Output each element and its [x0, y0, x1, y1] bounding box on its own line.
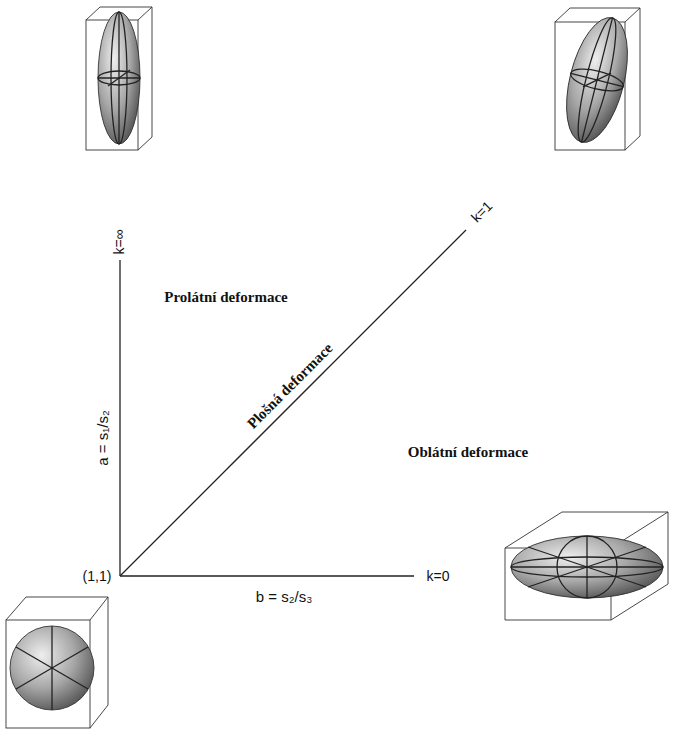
art-g: [86, 7, 152, 150]
art-line: [528, 547, 646, 587]
art-g: [98, 12, 140, 144]
art-g: [511, 536, 663, 598]
art-line: [120, 575, 414, 576]
plane-strain-ellipsoid-box: [555, 8, 640, 150]
art-line: [528, 547, 646, 587]
art-ellipse: [555, 11, 638, 148]
art-line: [582, 18, 613, 142]
art-g: [555, 8, 640, 150]
k-label: k=1: [468, 198, 495, 225]
axis-label: a = s₁/s₂: [95, 408, 112, 468]
art-line: [16, 647, 88, 689]
art-polyline: [505, 512, 668, 620]
axis-label: b = s₂/s₃: [256, 589, 313, 606]
axes: [120, 230, 466, 576]
region-label: Prolátní deformace: [164, 289, 287, 306]
sphere-cube: [6, 597, 108, 728]
art-line: [16, 647, 88, 689]
art-g: [16, 626, 88, 710]
art-g: [555, 11, 638, 148]
art-polyline: [555, 8, 640, 150]
art-circle: [10, 626, 94, 710]
art-ellipse: [98, 12, 140, 144]
art-line: [120, 230, 466, 576]
k-label: k=0: [427, 569, 450, 584]
oblate-ellipsoid-box: [505, 512, 668, 620]
art-line: [108, 70, 130, 86]
k-label: k=∞: [112, 229, 127, 254]
art-g: [505, 512, 668, 620]
art-line: [625, 8, 640, 22]
region-label: Oblátní deformace: [408, 444, 528, 461]
art-line: [119, 260, 120, 576]
prolate-ellipsoid-box: [86, 7, 152, 150]
art-ellipse: [511, 536, 663, 598]
art-ellipse: [569, 65, 626, 96]
art-ellipse: [571, 15, 623, 145]
art-polyline: [86, 7, 152, 150]
art-line: [90, 597, 108, 620]
art-g: [555, 11, 638, 148]
art-line: [583, 67, 611, 92]
art-line: [138, 7, 152, 20]
line-label: Plošná deformace: [243, 339, 338, 434]
origin-label: (1,1): [83, 569, 112, 584]
art-g: [6, 597, 108, 728]
art-polyline: [6, 597, 108, 728]
